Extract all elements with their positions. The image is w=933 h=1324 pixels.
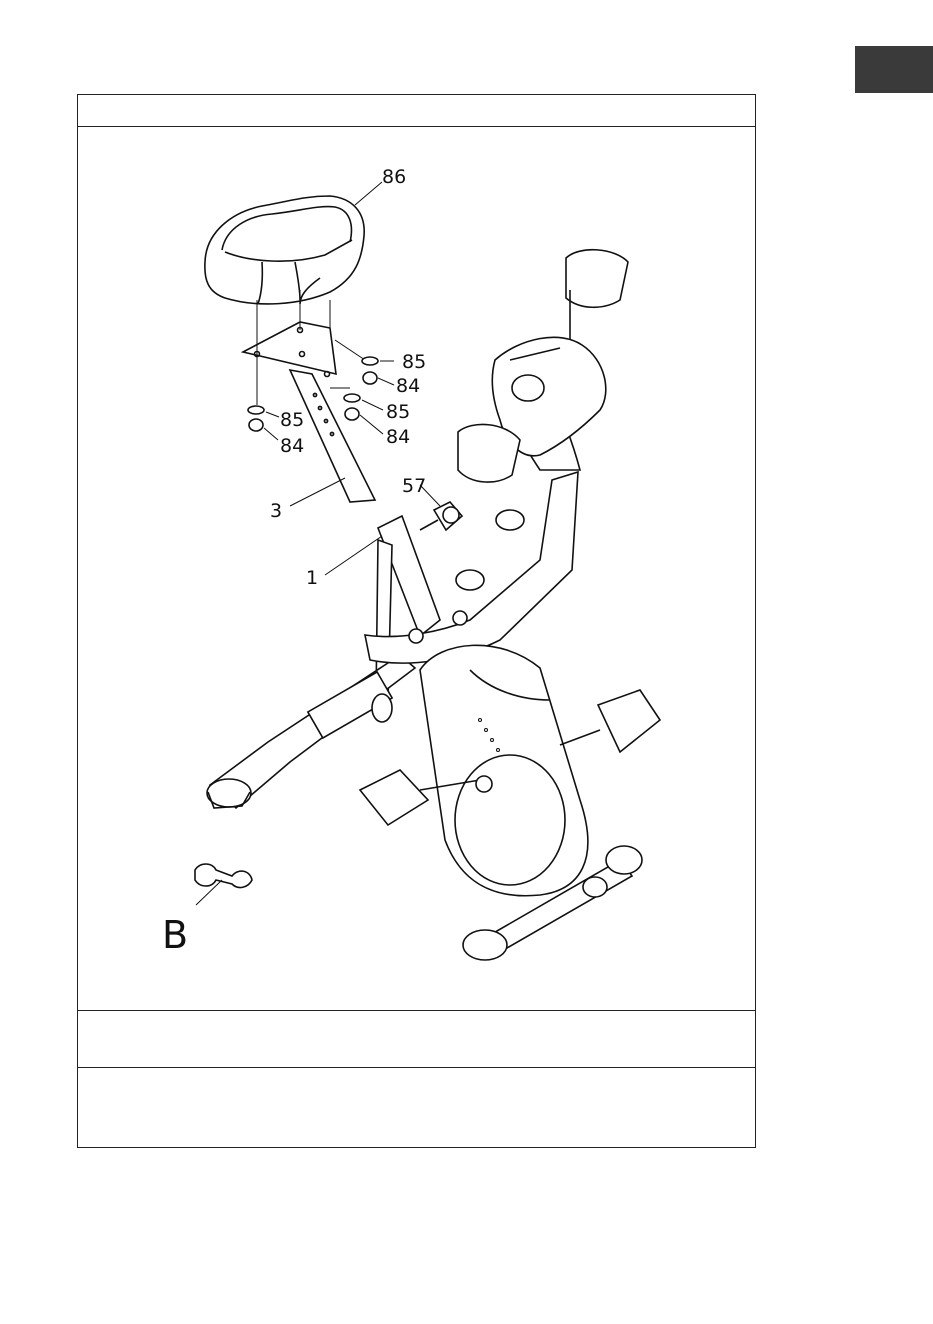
knob-part <box>420 502 462 530</box>
part-label-84-left: 84 <box>280 435 304 457</box>
part-label-85-upper: 85 <box>402 351 426 373</box>
part-label-84-upper: 84 <box>396 375 420 397</box>
part-label-3: 3 <box>270 500 282 522</box>
part-label-86: 86 <box>382 166 406 188</box>
part-label-57: 57 <box>402 475 426 497</box>
seat-part <box>205 196 364 304</box>
part-label-84-lower: 84 <box>386 426 410 448</box>
wrench-tool <box>195 864 252 887</box>
part-label-B: B <box>162 913 188 957</box>
part-label-85-lower: 85 <box>386 401 410 423</box>
part-label-1: 1 <box>306 567 318 589</box>
part-label-85-left: 85 <box>280 409 304 431</box>
flywheel-housing <box>420 645 588 895</box>
